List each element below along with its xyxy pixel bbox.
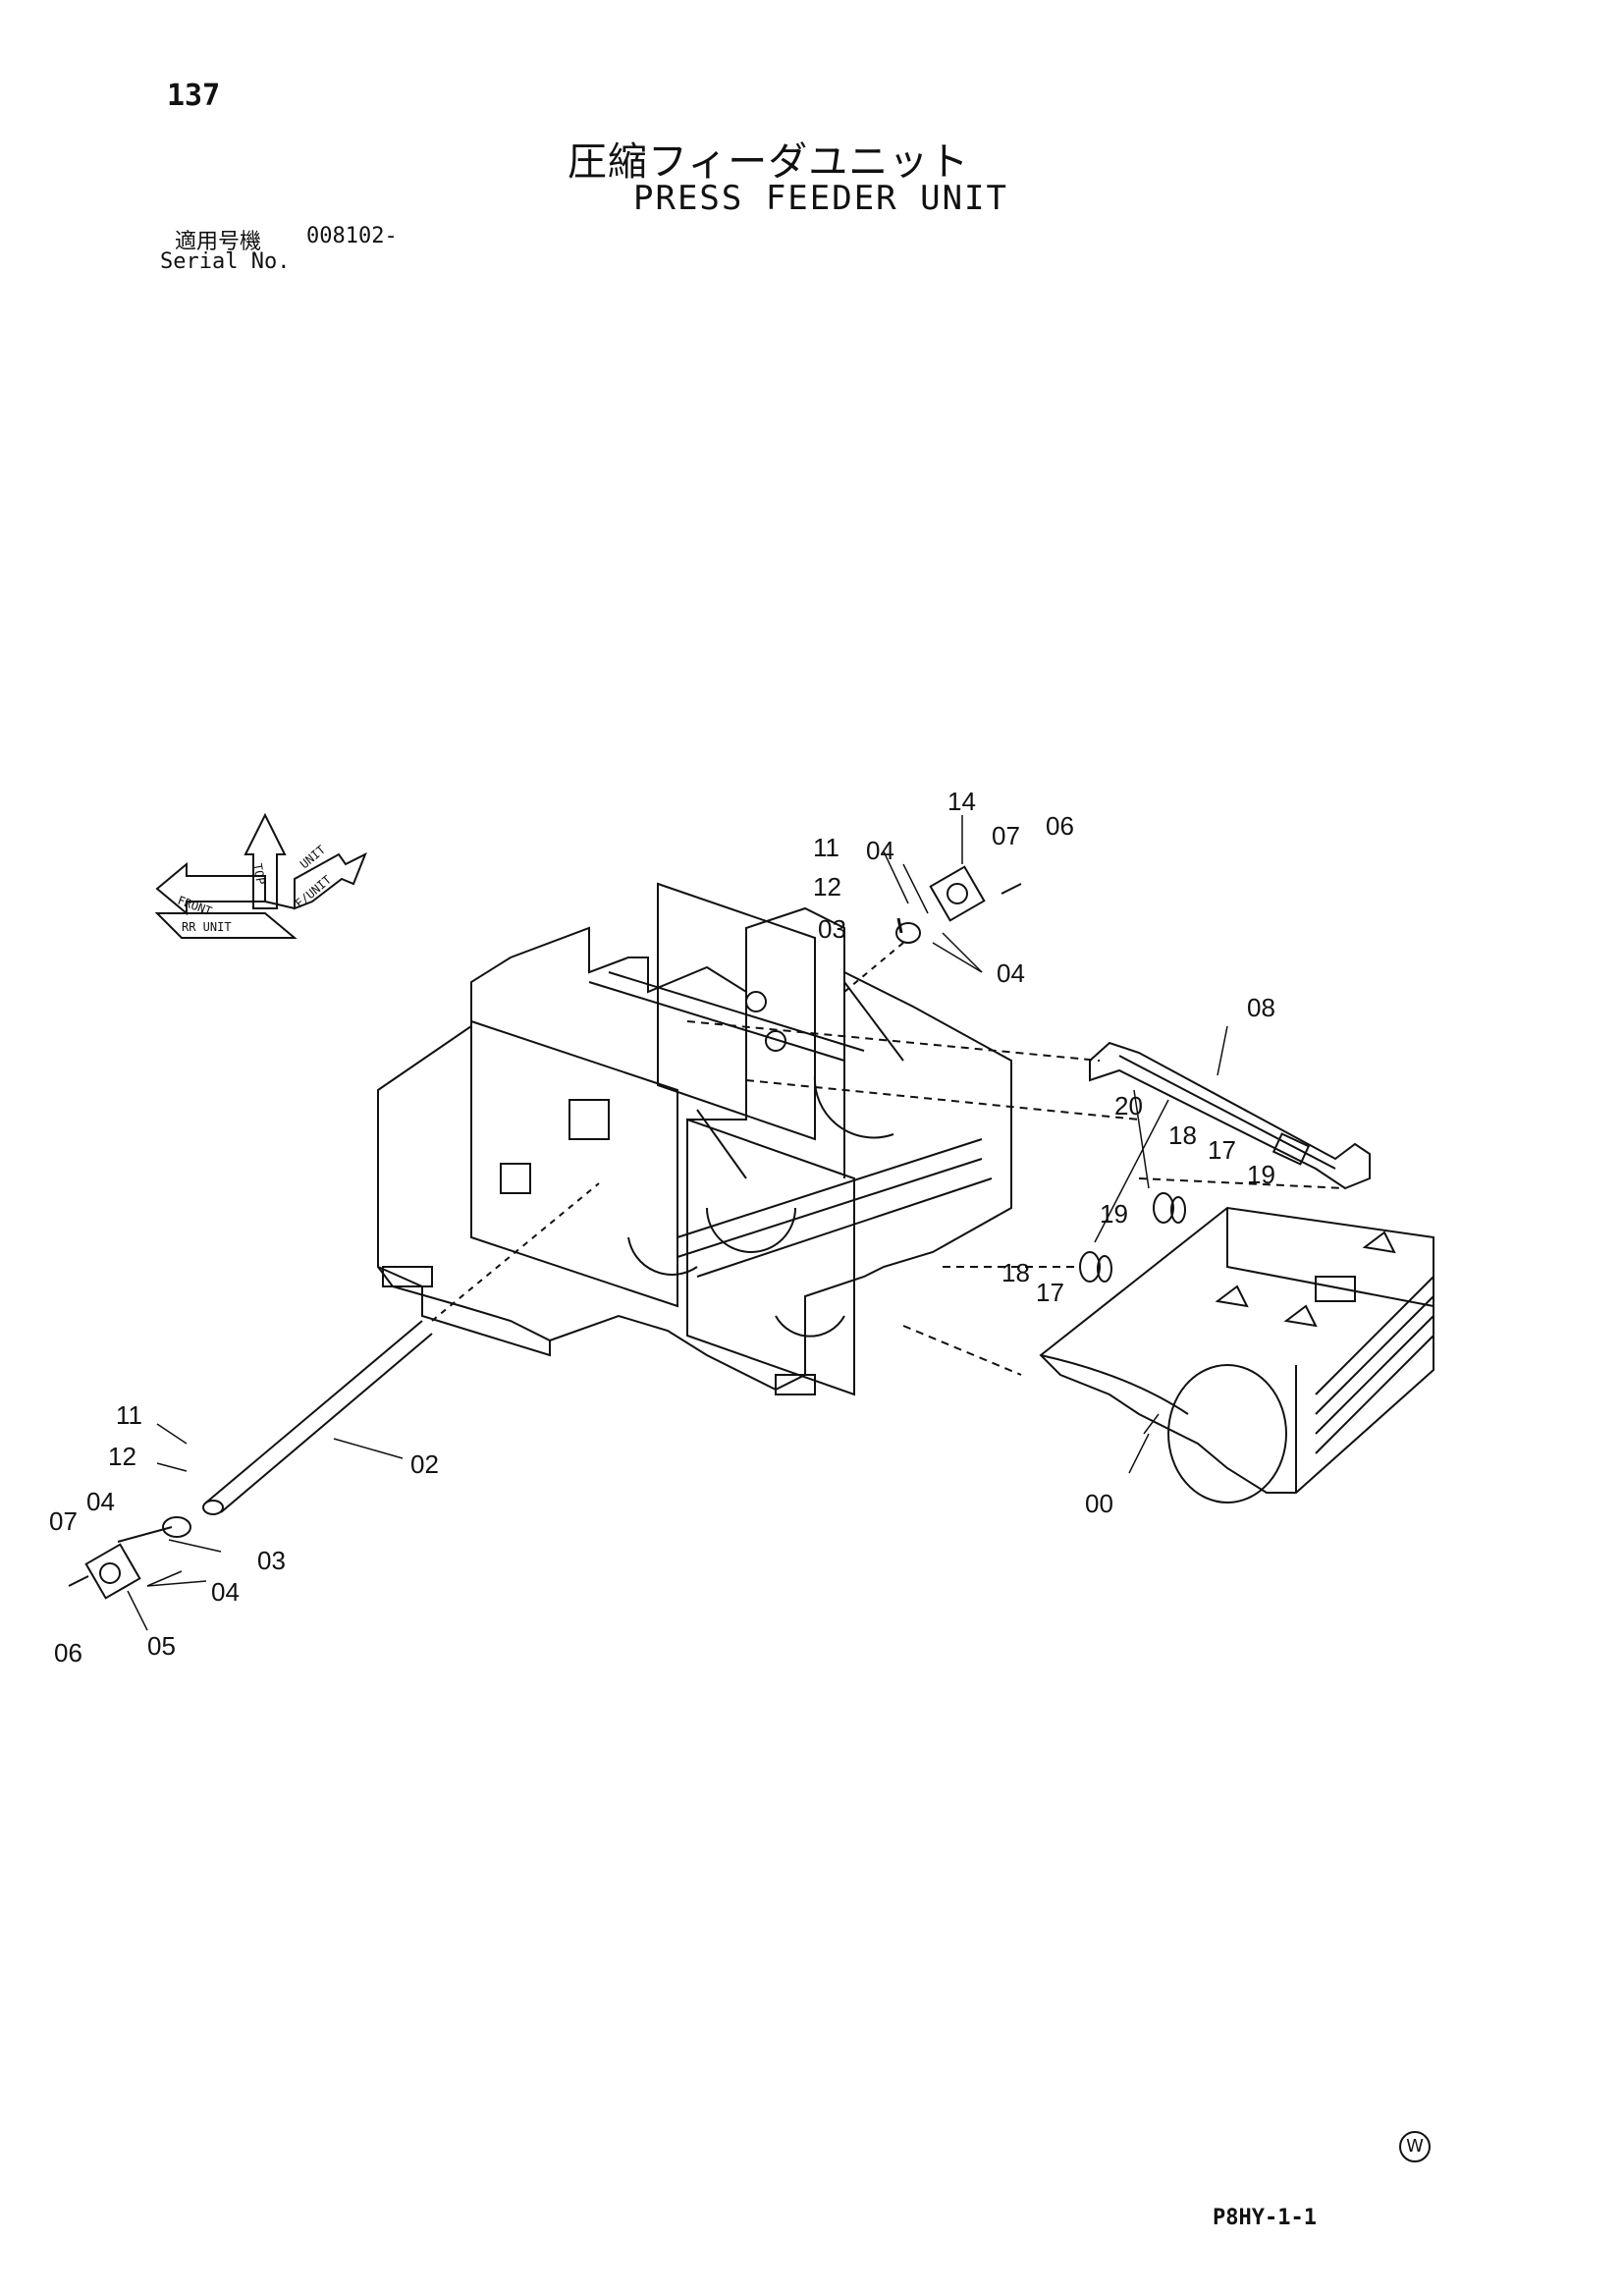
- callout-19-right: 19: [1247, 1160, 1275, 1189]
- title-japanese: 圧縮フィーダユニット: [568, 139, 970, 185]
- dir-rr-unit-label: RR UNIT: [182, 920, 232, 934]
- callout-17-bottom: 17: [1036, 1278, 1064, 1307]
- callout-06-left: 06: [54, 1638, 82, 1667]
- beam-part-08: [1089, 1041, 1371, 1190]
- right-bearing-assembly: [843, 865, 1022, 993]
- callout-leader-lines: [127, 815, 1228, 1631]
- dir-unit-label: UNIT: [298, 843, 328, 871]
- callout-14: 14: [947, 787, 976, 816]
- serial-label-english: Serial No.: [160, 249, 291, 274]
- callout-04-right-bottom: 04: [997, 958, 1025, 988]
- dir-top-label: TOP: [250, 862, 268, 886]
- callout-12-left: 12: [108, 1442, 136, 1471]
- callout-11-left: 11: [116, 1400, 142, 1430]
- serial-label-japanese: 適用号機: [175, 230, 262, 254]
- callout-04-left-top: 04: [86, 1487, 115, 1516]
- callout-08: 08: [1247, 993, 1275, 1022]
- assembly-guide-lines: [686, 1020, 1346, 1376]
- callout-20: 20: [1114, 1091, 1143, 1121]
- callout-03-left: 03: [257, 1546, 286, 1575]
- small-parts-17-18-19-20: [1079, 1192, 1186, 1283]
- cover-part-00: [1039, 1206, 1434, 1503]
- callout-04-right-top: 04: [866, 836, 894, 865]
- callout-04-left-bottom: 04: [211, 1577, 240, 1607]
- callout-12-right: 12: [813, 872, 841, 902]
- left-bearing-assembly: [68, 1516, 191, 1600]
- callout-18-top: 18: [1168, 1121, 1197, 1150]
- callout-07-left: 07: [49, 1506, 78, 1536]
- callout-03-right: 03: [818, 914, 846, 944]
- callout-19-left: 19: [1100, 1199, 1128, 1229]
- w-mark-icon: W: [1399, 2131, 1431, 2162]
- dir-front-label: FRONT: [176, 894, 214, 919]
- callout-02: 02: [410, 1449, 439, 1479]
- callout-11-right: 11: [813, 833, 839, 862]
- callout-07-right: 07: [992, 821, 1020, 850]
- callout-00: 00: [1085, 1489, 1113, 1518]
- callout-17-top: 17: [1208, 1135, 1236, 1165]
- callout-05: 05: [147, 1631, 176, 1661]
- callout-18-bottom: 18: [1001, 1258, 1030, 1287]
- title-english: PRESS FEEDER UNIT: [633, 179, 1008, 218]
- serial-number-value: 008102-: [306, 224, 398, 248]
- footer-code: P8HY-1-1: [1213, 2206, 1317, 2230]
- main-frame: [377, 882, 1012, 1396]
- direction-indicator-icon: [154, 812, 367, 939]
- page-number: 137: [167, 79, 221, 113]
- callout-06-right: 06: [1046, 811, 1074, 841]
- dir-ft-unit-label: F/UNIT: [293, 873, 334, 911]
- shaft-part-02: [202, 1182, 600, 1515]
